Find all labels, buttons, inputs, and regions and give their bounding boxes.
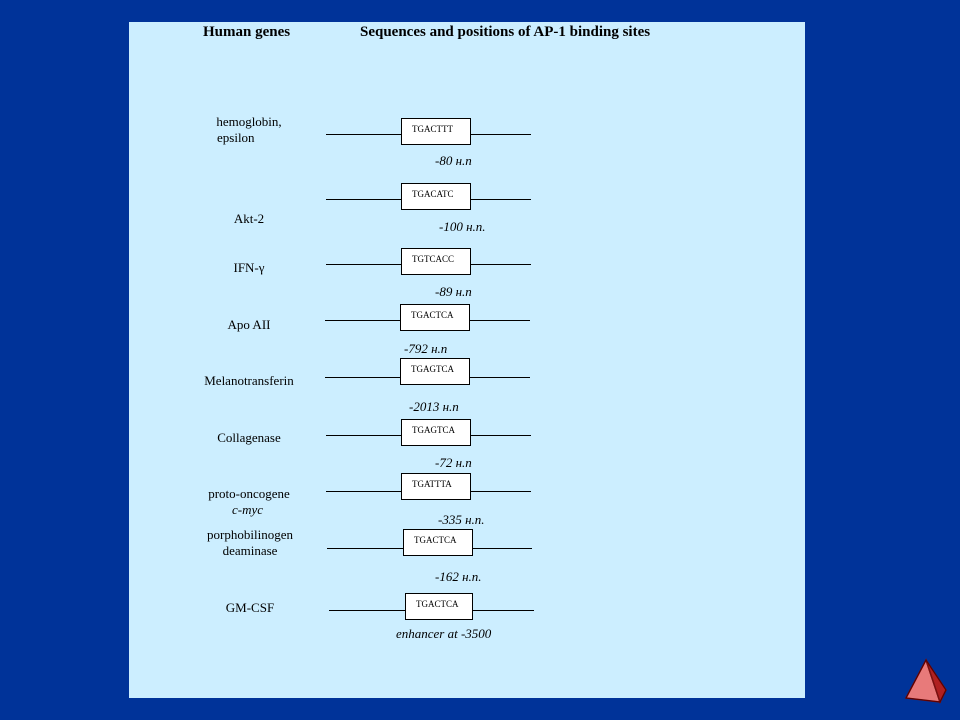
position-label: -100 н.п. bbox=[439, 219, 486, 234]
gene-label-line: Akt-2 bbox=[233, 211, 265, 226]
position-label: -162 н.п. bbox=[435, 569, 482, 584]
sites-header: Sequences and positions of AP-1 binding … bbox=[360, 24, 651, 40]
gene-label-akt2: Akt-2 bbox=[224, 211, 274, 227]
sequence-box: TGATTTA bbox=[401, 473, 471, 500]
sequence-box: TGACTTT bbox=[401, 118, 471, 145]
position-label: -2013 н.п bbox=[409, 399, 459, 414]
genes-header: Human genes bbox=[203, 24, 291, 40]
gene-label-hemoglobin: hemoglobin, epsilon bbox=[199, 114, 299, 146]
sequence-box: TGACATC bbox=[401, 183, 471, 210]
pyramid-nav-icon[interactable] bbox=[904, 658, 948, 704]
gene-label-proto-oncogene: proto-oncogene c-myc bbox=[199, 486, 299, 518]
position-label: -89 н.п bbox=[435, 284, 472, 299]
gene-label-line: IFN-γ bbox=[233, 260, 265, 275]
gene-label-italic: c-myc bbox=[232, 502, 264, 517]
gene-label-line: deaminase bbox=[222, 543, 278, 558]
gene-label-line: Apo AII bbox=[227, 317, 271, 332]
gene-label-ifn-gamma: IFN-γ bbox=[224, 260, 274, 276]
gene-label-line: proto-oncogene bbox=[208, 486, 290, 501]
gene-label-line: porphobilinogen bbox=[207, 527, 293, 542]
sequence-box: TGTCACC bbox=[401, 248, 471, 275]
position-label: -792 н.п bbox=[404, 341, 448, 356]
gene-label-porphobilinogen: porphobilinogen deaminase bbox=[199, 527, 301, 559]
sequence-box: TGACTCA bbox=[403, 529, 473, 556]
gene-label-melanotransferin: Melanotransferin bbox=[199, 373, 299, 389]
gene-label-gm-csf: GM-CSF bbox=[214, 600, 286, 616]
position-label: -335 н.п. bbox=[438, 512, 485, 527]
sequence-box: TGACTCA bbox=[405, 593, 473, 620]
position-label: -72 н.п bbox=[435, 455, 472, 470]
gene-label-line: Collagenase bbox=[217, 430, 281, 445]
gene-label-line: Melanotransferin bbox=[204, 373, 294, 388]
gene-label-line: GM-CSF bbox=[225, 600, 275, 615]
sequence-box: TGAGTCA bbox=[401, 419, 471, 446]
position-label: -80 н.п bbox=[435, 153, 472, 168]
sequence-box: TGAGTCA bbox=[400, 358, 470, 385]
position-label: enhancer at -3500 bbox=[396, 626, 492, 641]
diagram-panel: Human genes Sequences and positions of A… bbox=[129, 22, 805, 698]
gene-label-apo-aii: Apo AII bbox=[214, 317, 284, 333]
gene-label-line: epsilon bbox=[217, 130, 255, 145]
gene-label-collagenase: Collagenase bbox=[209, 430, 289, 446]
gene-label-line: hemoglobin, bbox=[216, 114, 282, 129]
sequence-box: TGACTCA bbox=[400, 304, 470, 331]
